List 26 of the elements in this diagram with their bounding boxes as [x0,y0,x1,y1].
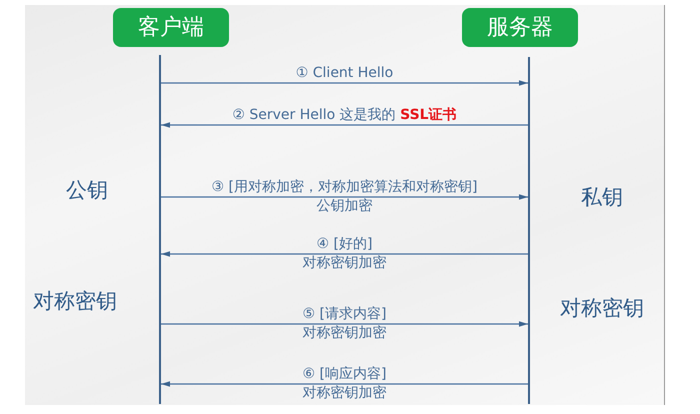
message-arrow [161,194,528,200]
message-label: ⑥ [响应内容] [302,366,386,382]
key-label: 对称密钥 [560,295,644,321]
encryption-note: 对称密钥加密 [302,255,386,271]
message-label: ⑤ [请求内容] [302,306,386,322]
participant-label: 客户端 [138,14,204,40]
key-label: 公钥 [66,177,108,203]
message-arrow [161,381,528,387]
encryption-note: 公钥加密 [316,198,372,214]
message-arrow [161,122,528,128]
message-arrow [161,321,528,327]
encryption-note: 对称密钥加密 [302,385,386,401]
message-label: ④ [好的] [316,236,372,252]
lifeline [528,57,530,404]
participant-box [462,8,578,47]
key-label: 私钥 [581,184,623,210]
message-label: ③ [用对称加密，对称加密算法和对称密钥] [212,179,478,195]
participant-box [113,8,229,47]
message-label: ② Server Hello 这是我的 SSL证书 [232,107,457,123]
message-label: ① Client Hello [296,65,394,81]
message-arrow [161,251,528,257]
message-arrow [161,80,528,86]
participant-label: 服务器 [487,14,553,40]
encryption-note: 对称密钥加密 [302,325,386,341]
key-label: 对称密钥 [33,288,117,314]
lifeline [159,55,161,404]
